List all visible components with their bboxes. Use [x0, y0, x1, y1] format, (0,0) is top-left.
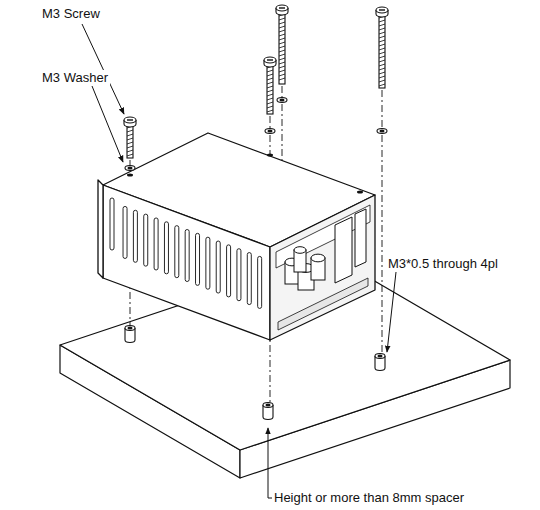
m3-screw — [264, 57, 276, 114]
spacer — [125, 326, 135, 343]
callout-label: M3 Washer — [40, 70, 110, 86]
power-supply-housing — [98, 133, 375, 340]
mount-hole — [357, 191, 363, 194]
vent-slot — [133, 210, 137, 262]
vent-slot — [175, 226, 179, 278]
m3-screw — [276, 5, 288, 84]
m3-washer — [265, 129, 275, 134]
capacitor — [294, 247, 306, 272]
callout-label: M3 Screw — [40, 6, 102, 22]
vent-slot — [258, 256, 262, 308]
vent-slot — [144, 214, 148, 266]
center-line — [382, 90, 383, 128]
mount-hole — [127, 174, 133, 177]
callout-label: M3*0.5 through 4pl — [386, 256, 500, 272]
m3-screw — [376, 7, 388, 88]
vent-slot — [227, 245, 231, 297]
vent-slots — [110, 198, 262, 308]
callout-label: Height or more than 8mm spacer — [272, 490, 466, 506]
vent-slot — [185, 230, 189, 282]
m3-washer — [277, 98, 287, 103]
spacer — [375, 354, 385, 371]
spacer — [263, 403, 273, 420]
vent-slot — [154, 218, 158, 270]
vent-slot — [247, 253, 251, 305]
vent-slot — [206, 237, 210, 289]
m3-washer — [125, 166, 135, 171]
center-line — [130, 160, 131, 165]
board-components — [285, 209, 366, 290]
vent-slot — [196, 233, 200, 285]
leader-lines — [82, 24, 396, 498]
mount-hole — [267, 154, 273, 157]
transformer — [335, 217, 352, 283]
screw-group — [124, 5, 388, 171]
vent-slot — [164, 222, 168, 274]
vent-slot — [123, 206, 127, 258]
capacitor — [311, 254, 325, 280]
center-line — [382, 135, 383, 353]
center-line — [282, 86, 283, 97]
center-line — [270, 116, 271, 128]
m3-screw — [124, 117, 136, 158]
m3-washer — [377, 129, 387, 134]
vent-slot — [110, 198, 114, 250]
heatsink — [355, 209, 366, 267]
vent-slot — [216, 241, 220, 293]
vent-slot — [237, 249, 241, 301]
